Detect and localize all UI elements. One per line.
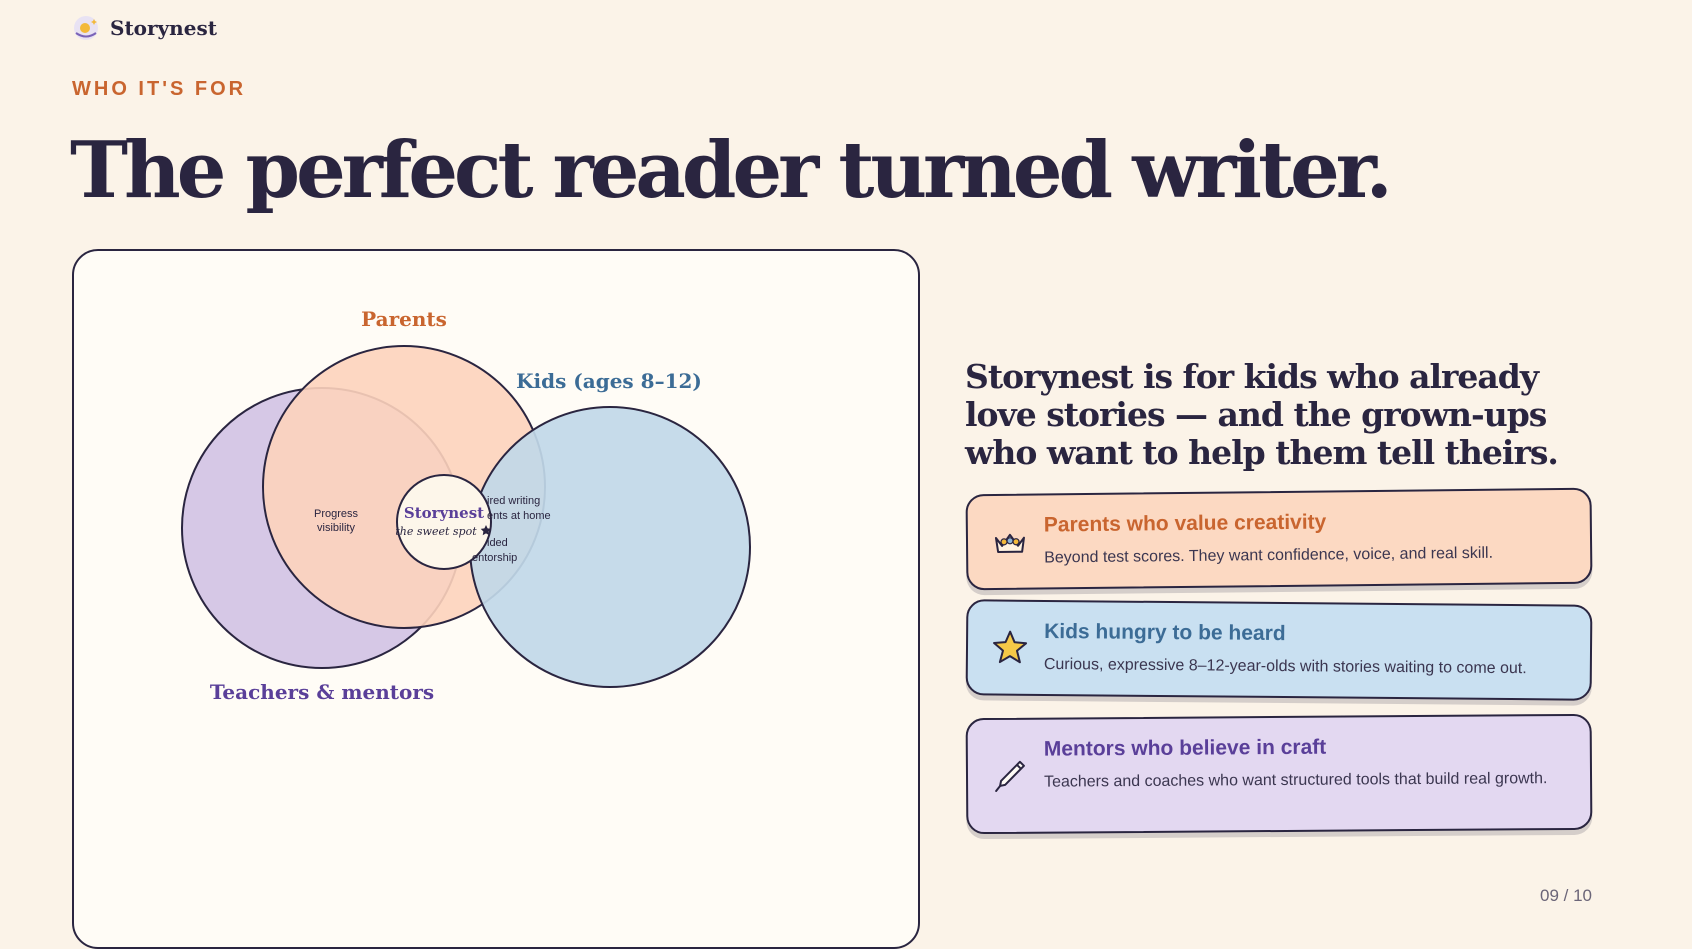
overlap-label: Progress (314, 508, 359, 520)
section-kicker: WHO IT'S FOR (72, 78, 247, 100)
star-icon (993, 630, 1028, 664)
card-description: Beyond test scores. They want confidence… (1044, 544, 1494, 567)
venn-circles (181, 345, 751, 688)
crown-icon (994, 533, 1025, 553)
venn-diagram-card: Parents Kids (ages 8–12) Teachers & ment… (72, 249, 920, 949)
card-description: Teachers and coaches who want structured… (1043, 770, 1548, 791)
star-icon (480, 525, 492, 536)
card-description: Curious, expressive 8–12-year-olds with … (1043, 655, 1527, 678)
kids-circle (469, 406, 751, 688)
parents-label: Parents (361, 307, 447, 331)
brand: Storynest (72, 14, 217, 42)
venn-diagram: Parents Kids (ages 8–12) Teachers & ment… (181, 307, 751, 704)
teachers-label: Teachers & mentors (210, 680, 434, 704)
overlap-label: entorship (472, 552, 517, 564)
pen-icon (995, 760, 1025, 792)
page-title: The perfect reader turned writer. (70, 125, 1393, 216)
center-subtitle: the sweet spot (395, 525, 477, 538)
overlap-label: ired writing (487, 495, 540, 507)
overlap-label: visibility (317, 522, 355, 534)
overlap-label: ents at home (487, 510, 551, 522)
overlap-label: ided (487, 537, 508, 549)
sunrise-logo-icon (74, 16, 98, 40)
card-title: Mentors who believe in craft (1043, 735, 1327, 761)
card-title: Parents who value creativity (1043, 510, 1327, 537)
center-circle (396, 474, 492, 570)
kids-label: Kids (ages 8–12) (516, 369, 702, 393)
audience-card-mentors: Mentors who believe in craft Teachers an… (965, 713, 1593, 835)
brand-name: Storynest (110, 16, 217, 40)
center-title: Storynest (404, 504, 484, 522)
lede-text: Storynest is for kids who already love s… (965, 357, 1559, 472)
card-title: Kids hungry to be heard (1044, 619, 1286, 646)
audience-card-kids: Kids hungry to be heard Curious, express… (965, 599, 1593, 701)
audience-card-parents: Parents who value creativity Beyond test… (965, 487, 1593, 591)
page-number: 09 / 10 (1540, 886, 1592, 905)
